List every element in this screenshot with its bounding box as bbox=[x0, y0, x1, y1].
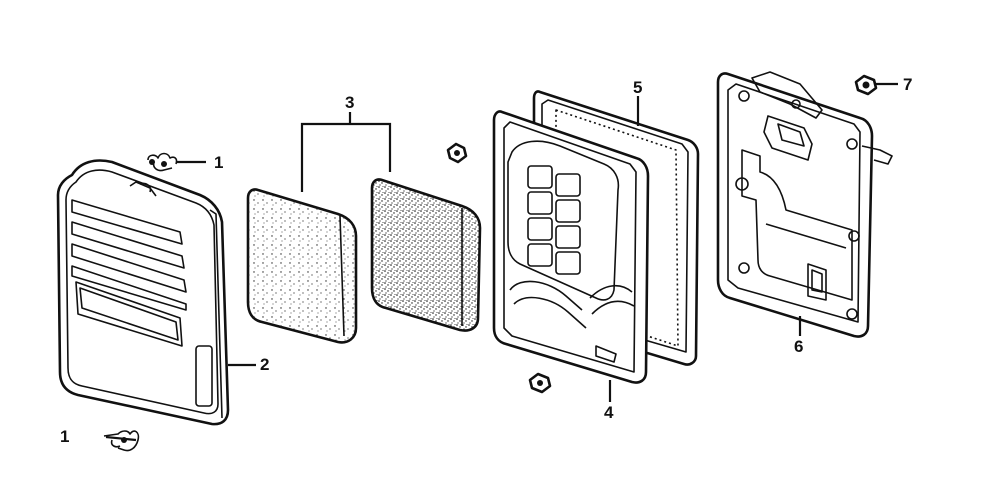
callout-4: 4 bbox=[604, 403, 614, 422]
foam-filter-rear bbox=[370, 178, 482, 332]
callout-2: 2 bbox=[260, 355, 269, 374]
callout-6: 6 bbox=[794, 337, 803, 356]
callout-1-bottom: 1 bbox=[60, 427, 69, 446]
nut-part bbox=[854, 74, 878, 96]
callout-5: 5 bbox=[633, 78, 642, 97]
base-plate-part bbox=[716, 71, 893, 338]
nut-frame-top bbox=[446, 142, 468, 164]
leader-lines bbox=[105, 82, 898, 442]
cover-part bbox=[56, 159, 230, 426]
callout-1-top: 1 bbox=[214, 153, 223, 172]
callout-3: 3 bbox=[345, 93, 354, 112]
frame-grid bbox=[527, 165, 581, 275]
foam-filter-front bbox=[246, 188, 358, 344]
callout-7: 7 bbox=[903, 75, 912, 94]
clip-top-part bbox=[147, 152, 178, 172]
nut-frame-bottom bbox=[528, 372, 552, 394]
frame-part bbox=[492, 110, 650, 384]
